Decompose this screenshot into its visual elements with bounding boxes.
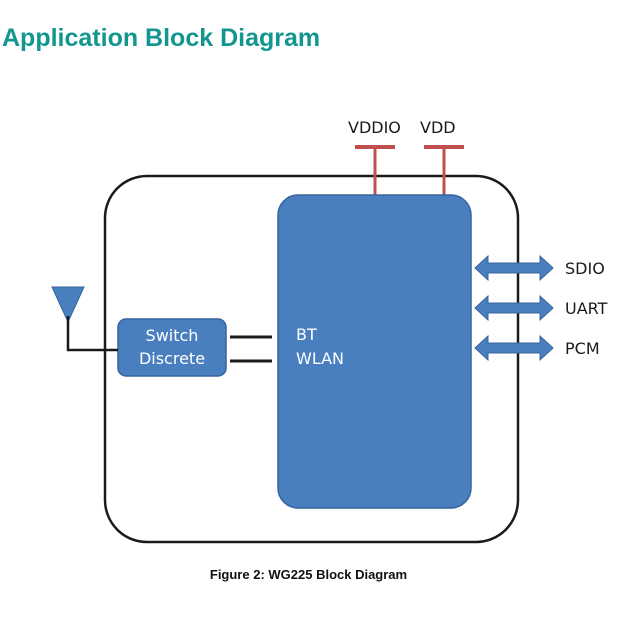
interface-arrows [474,254,554,362]
sdio-arrow [474,254,554,282]
figure-caption: Figure 2: WG225 Block Diagram [209,567,408,582]
antenna-icon [51,286,118,352]
switch-block [117,318,227,377]
uart-label: UART [565,299,608,318]
chip-block [277,194,472,509]
uart-arrow [474,294,554,322]
vddio-label: VDDIO [348,118,401,137]
sdio-label: SDIO [565,259,605,278]
power-lines [355,145,464,202]
switch-label-line2: Discrete [139,349,205,368]
pcm-arrow [474,334,554,362]
vdd-label: VDD [420,118,456,137]
pcm-label: PCM [565,339,600,358]
chip-label-wlan: WLAN [296,349,344,368]
module-outline [103,174,520,544]
switch-label-line1: Switch [146,326,199,345]
chip-label-bt: BT [296,325,317,344]
page-title: Application Block Diagram [2,24,321,52]
